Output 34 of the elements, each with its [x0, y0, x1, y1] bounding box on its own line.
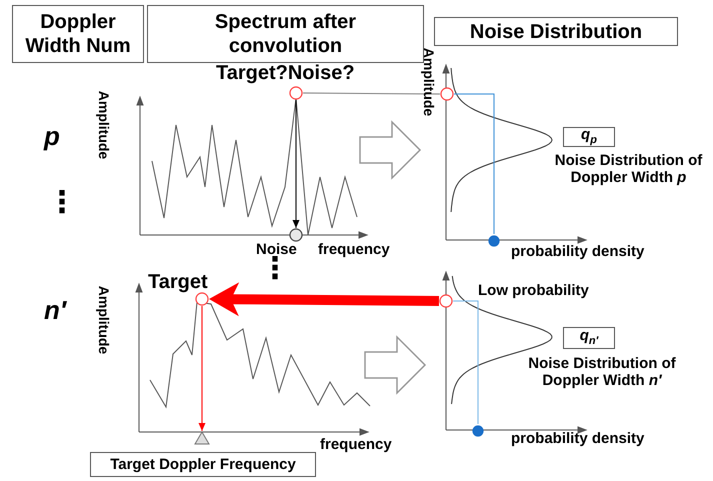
row-label: n′ — [44, 296, 66, 326]
marker-circle — [289, 228, 303, 242]
probability-dot — [472, 424, 484, 436]
marker-circle — [439, 294, 453, 308]
axis-label: probability density — [511, 430, 644, 448]
connector-line — [452, 300, 478, 424]
ellipsis-mark: ⋮ — [47, 186, 77, 220]
connector-line — [302, 92, 440, 94]
title-box: Doppler Width Num — [12, 5, 144, 63]
marker-circle — [440, 87, 454, 101]
symbol-box: q$_{n′}$ — [563, 327, 615, 349]
arrow — [198, 306, 206, 432]
title-box: Spectrum after convolution — [147, 5, 424, 63]
title-box: Target Doppler Frequency — [90, 452, 316, 477]
marker-circle — [195, 292, 209, 306]
axis-label: frequency — [320, 436, 392, 454]
axis-label: frequency — [318, 241, 390, 258]
distribution-caption: Noise Distribution of Doppler Width n′ — [527, 355, 677, 390]
symbol-box: q$_{p}$ — [563, 127, 615, 147]
question-label: Target?Noise? — [216, 62, 355, 85]
point-label: Target — [148, 271, 208, 294]
probability-dot — [488, 234, 500, 246]
axis-label: probability density — [511, 243, 644, 260]
connector-line — [454, 94, 494, 234]
annotation-label: Low probability — [478, 282, 589, 300]
row-label: p — [44, 122, 60, 152]
marker-circle — [289, 86, 303, 100]
distribution-caption: Noise Distribution of Doppler Width p — [554, 152, 704, 186]
arrow — [292, 100, 300, 228]
axis-label: Amplitude — [96, 90, 112, 160]
thick-arrow — [209, 282, 440, 316]
marker-triangle — [194, 431, 210, 445]
title-box: Noise Distribution — [434, 17, 678, 46]
axis-label: Amplitude — [96, 286, 112, 354]
